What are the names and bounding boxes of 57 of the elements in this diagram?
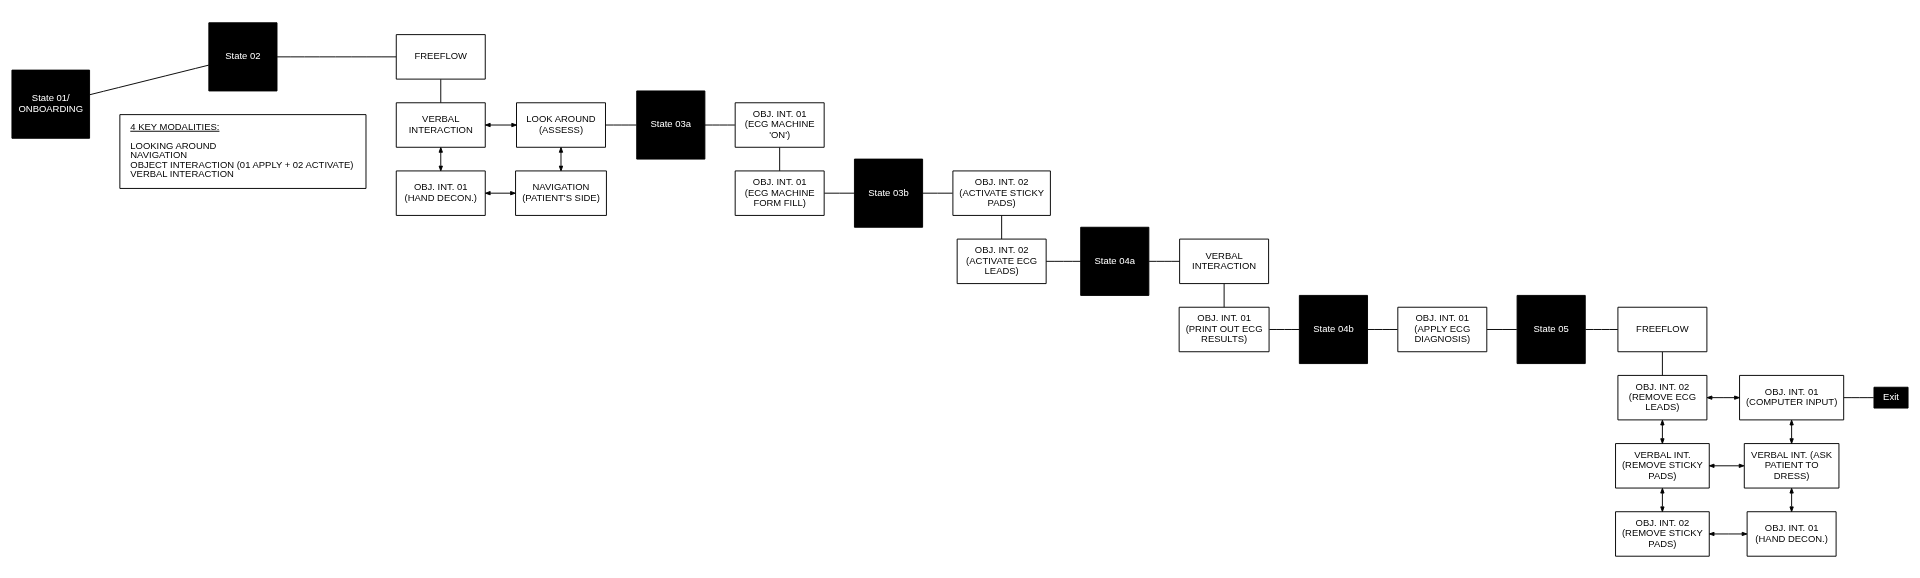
node-box: VERBAL INTERACTION: [395, 101, 486, 148]
node-box: State 01/ ONBOARDING: [11, 69, 91, 139]
connector: [1001, 214, 1003, 239]
connector: [1843, 396, 1875, 398]
node-box: OBJ. INT. 01 (ECG MACHINE FORM FILL): [734, 169, 825, 216]
connector: [1486, 328, 1518, 330]
arrow: [484, 122, 517, 127]
connector: [1045, 260, 1082, 262]
arrow: [1708, 463, 1745, 468]
node-box: 4 KEY MODALITIES: LOOKING AROUND NAVIGATION OBJECT INTERACTION (01 APPLY + 02 ACTIVATE) VERBAL INTERACTION: [119, 113, 367, 189]
node-box: OBJ. INT. 02 (REMOVE STICKY PADS): [1615, 510, 1710, 557]
connector: [922, 192, 954, 194]
connector: [605, 124, 637, 125]
node-box: NAVIGATION (PATIENT'S SIDE): [515, 169, 607, 216]
node-box: State 02: [208, 21, 278, 91]
node-box: OBJ. INT. 02 (ACTIVATE ECG LEADS): [956, 238, 1047, 284]
connector: [1223, 282, 1225, 308]
node-box: FREEFLOW: [395, 33, 486, 80]
arrow: [1660, 487, 1665, 512]
node-box: OBJ. INT. 01 (HAND DECON.): [395, 169, 486, 216]
connector: [779, 146, 781, 171]
node-box: VERBAL INTERACTION: [1179, 238, 1270, 284]
node-box: VERBAL INT. (REMOVE STICKY PADS): [1615, 442, 1710, 489]
node-box: FREEFLOW: [1617, 306, 1708, 352]
connector: [440, 78, 442, 103]
arrow: [1706, 395, 1740, 400]
node-box: VERBAL INT. (ASK PATIENT TO DRESS): [1743, 442, 1840, 489]
node-box: State 03b: [853, 158, 924, 228]
node-box: OBJ. INT. 01 (APPLY ECG DIAGNOSIS): [1397, 306, 1488, 352]
arrow: [438, 146, 443, 171]
connector: [276, 55, 397, 57]
connector: [704, 124, 736, 125]
node-box: OBJ. INT. 01 (PRINT OUT ECG RESULTS): [1178, 306, 1270, 352]
connector: [89, 64, 210, 95]
node-box: State 04b: [1298, 294, 1368, 364]
node-box: State 05: [1516, 294, 1586, 364]
arrow: [1789, 419, 1794, 444]
node-box: Exit: [1873, 386, 1909, 409]
node-box: State 03a: [636, 89, 706, 160]
arrow: [1660, 419, 1665, 444]
node-box: OBJ. INT. 02 (REMOVE ECG LEADS): [1617, 374, 1708, 420]
connector: [823, 192, 855, 194]
node-box: OBJ. INT. 01 (ECG MACHINE 'ON'): [734, 101, 825, 148]
node-box: LOOK AROUND (ASSESS): [516, 101, 606, 148]
connector: [1661, 351, 1663, 376]
connector: [1148, 260, 1180, 262]
node-box: OBJ. INT. 01 (HAND DECON.): [1746, 510, 1837, 557]
node-box: OBJ. INT. 02 (ACTIVATE STICKY PADS): [952, 169, 1051, 216]
arrow: [558, 146, 564, 171]
connector: [1367, 328, 1398, 330]
connector: [1268, 328, 1300, 330]
arrow: [1789, 487, 1794, 512]
node-box: OBJ. INT. 01 (COMPUTER INPUT): [1739, 374, 1845, 420]
node-box: State 04a: [1080, 226, 1150, 296]
connector: [1585, 328, 1619, 330]
arrow: [1708, 531, 1748, 536]
arrow: [484, 190, 516, 195]
